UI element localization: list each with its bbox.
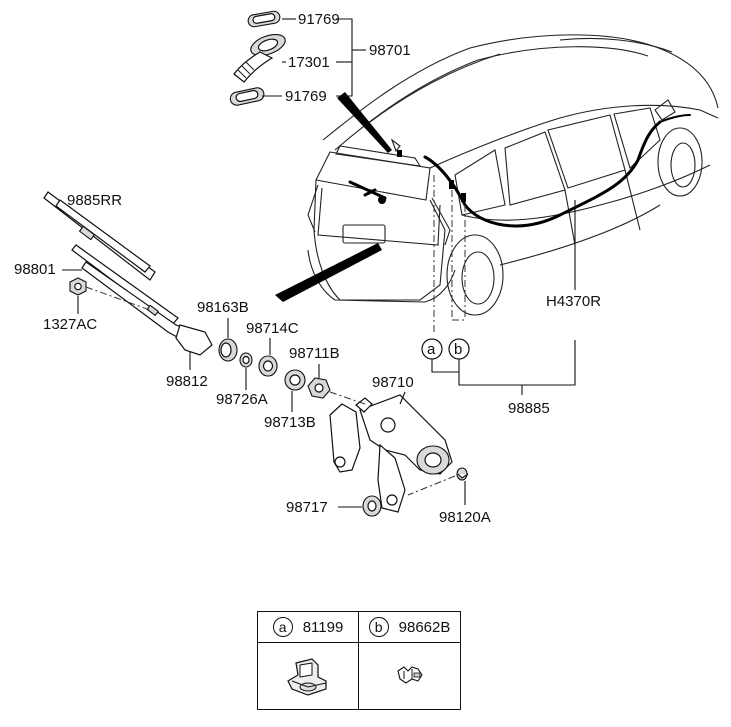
legend-header-b: b 98662B: [359, 612, 460, 643]
label-91769-top: 91769: [298, 11, 340, 28]
nut-98711B: [307, 377, 331, 399]
wiper-motor-98710: [329, 394, 453, 513]
wiring-harness-tail: [659, 114, 691, 123]
clip-98662B-icon: [396, 666, 423, 684]
label-98713B: 98713B: [264, 414, 316, 431]
washer-98726A: [239, 352, 253, 368]
legend-a-part: 81199: [302, 618, 344, 636]
label-98711B: 98711B: [289, 345, 340, 362]
label-98163B: 98163B: [197, 299, 249, 316]
bushing-98714C: [258, 355, 278, 377]
label-98701: 98701: [369, 42, 411, 59]
clip-81199-icon: [287, 658, 327, 696]
label-98717: 98717: [286, 499, 328, 516]
legend-clip-b-image: [359, 643, 460, 709]
label-98120A: 98120A: [439, 509, 491, 526]
pointer-arrow-wiper: [275, 243, 382, 302]
vehicle-outline: [307, 34, 719, 316]
legend-header-a: a 81199: [258, 612, 359, 643]
wiper-blade-9885RR: [43, 191, 156, 281]
pointer-arrow-grommets: [337, 92, 392, 153]
legend-a-letter: a: [272, 617, 293, 637]
label-98812: 98812: [166, 373, 208, 390]
grommet-98713B: [284, 369, 306, 391]
legend-table: a 81199 b 98662B: [257, 611, 461, 710]
bushing-98717: [362, 495, 382, 517]
legend-b-letter: b: [368, 617, 389, 637]
tube-17301: [233, 33, 286, 83]
label-91769-bottom: 91769: [285, 88, 327, 105]
rear-wiper-on-glass: [348, 180, 387, 200]
label-17301: 17301: [288, 54, 330, 71]
arm-cap-98812: [175, 324, 213, 356]
label-98726A: 98726A: [216, 391, 268, 408]
legend-clip-a-image: [258, 643, 359, 709]
callout-a: a: [427, 341, 436, 358]
label-1327AC: 1327AC: [43, 316, 97, 333]
label-98710: 98710: [372, 374, 414, 391]
label-9885RR: 9885RR: [67, 192, 122, 209]
grommet-91769-top: [247, 10, 281, 28]
cap-98163B: [218, 338, 238, 362]
label-98885: 98885: [508, 400, 550, 417]
label-H4370R: H4370R: [546, 293, 601, 310]
label-98714C: 98714C: [246, 320, 299, 337]
grommet-91769-bottom: [229, 87, 265, 106]
callout-b: b: [454, 341, 462, 358]
wiring-harness: [423, 120, 662, 228]
bolt-98120A: [456, 467, 469, 481]
nut-1327AC: [69, 277, 87, 296]
wiper-arm-98801: [71, 244, 197, 343]
legend-b-part: 98662B: [398, 618, 451, 636]
label-98801: 98801: [14, 261, 56, 278]
